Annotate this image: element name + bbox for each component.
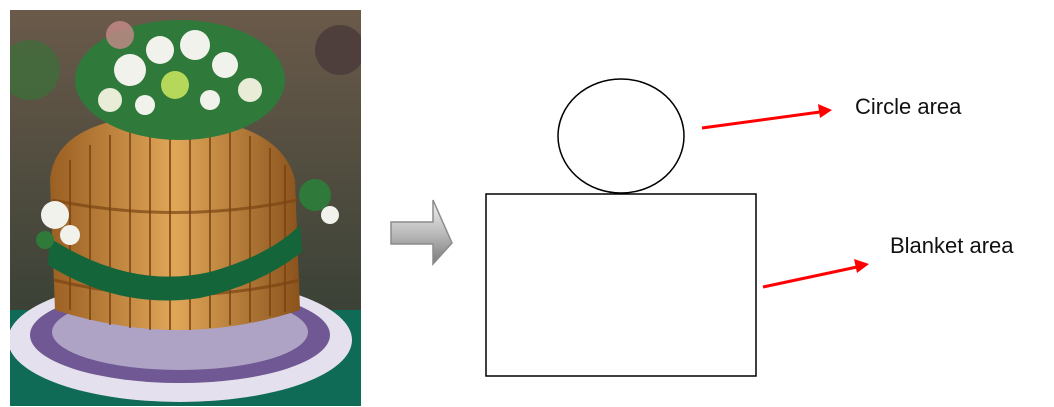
blanket-area-label: Blanket area <box>890 233 1014 258</box>
side-flowers <box>36 179 339 249</box>
cage-illustration <box>10 10 361 406</box>
green-ribbon <box>48 225 302 301</box>
blanket-pointer-arrow <box>762 259 869 289</box>
circle-shape <box>557 78 685 194</box>
blanket-rectangle <box>485 193 757 377</box>
block-arrow-right-icon <box>390 199 453 266</box>
circle-area-label: Circle area <box>855 94 962 119</box>
cage-photo <box>10 10 361 406</box>
circle-pointer-arrow <box>701 104 832 130</box>
flower-bouquet <box>75 20 285 140</box>
